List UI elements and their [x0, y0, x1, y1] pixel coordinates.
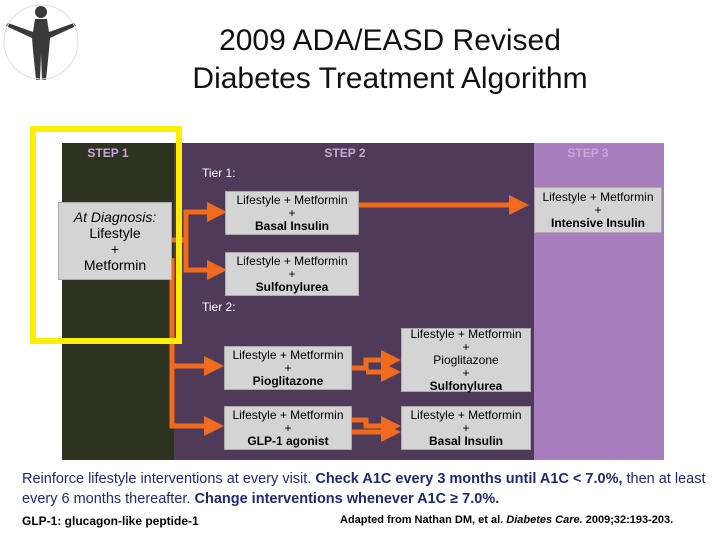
piosulf-line2: + [462, 339, 470, 354]
box-tier2-pioglitazone-sulfonylurea: Lifestyle + Metformin + Pioglitazone + S… [401, 326, 531, 393]
pio-line2: + [284, 360, 292, 375]
diagnosis-plus: + [110, 241, 120, 257]
piosulf-line4: + [462, 365, 470, 380]
title-line-1: 2009 ADA/EASD Revised [219, 24, 561, 57]
diagnosis-lifestyle: Lifestyle [89, 225, 141, 241]
citation-year: 2009;32:193-203. [582, 514, 674, 526]
basal2-line1: Lifestyle + Metformin [410, 407, 522, 422]
box-tier1-sulfonylurea: Lifestyle + Metformin + Sulfonylurea [225, 252, 359, 296]
intensive-line1: Lifestyle + Metformin [542, 189, 654, 204]
piosulf-line3: Pioglitazone [433, 352, 499, 367]
citation: Adapted from Nathan DM, et al. Diabetes … [340, 514, 673, 526]
footnote-glp1: GLP-1: glucagon-like peptide-1 [22, 514, 199, 528]
basal-line2: + [288, 205, 296, 220]
glp-line1: Lifestyle + Metformin [232, 407, 344, 422]
box-tier1-basal-insulin: Lifestyle + Metformin + Basal Insulin [225, 191, 359, 235]
basal-line1: Lifestyle + Metformin [236, 192, 348, 207]
arrow-diag-sulf [183, 240, 227, 280]
note-part1: Reinforce lifestyle interventions at eve… [22, 471, 316, 487]
human-figure-icon [3, 4, 79, 80]
box-at-diagnosis: At Diagnosis: Lifestyle + Metformin [58, 202, 172, 280]
title-line-2: Diabetes Treatment Algorithm [192, 62, 588, 95]
sulf-line3: Sulfonylurea [255, 279, 329, 294]
basal2-line3: Basal Insulin [428, 433, 504, 448]
step2-label: STEP 2 [324, 146, 366, 160]
guideline-note: Reinforce lifestyle interventions at eve… [22, 469, 712, 509]
piosulf-line5: Sulfonylurea [429, 378, 503, 393]
sulf-line1: Lifestyle + Metformin [236, 253, 348, 268]
pio-line1: Lifestyle + Metformin [232, 347, 344, 362]
box-tier2-glp1-agonist: Lifestyle + Metformin + GLP-1 agonist [224, 406, 352, 450]
citation-authors: Adapted from Nathan DM, et al. [340, 514, 507, 526]
arrow-to-pio [169, 336, 224, 376]
glp-line2: + [284, 420, 292, 435]
tier2-label: Tier 2: [202, 300, 236, 314]
diagnosis-heading: At Diagnosis: [73, 209, 157, 225]
diagnosis-metformin: Metformin [83, 257, 147, 273]
basal2-line2: + [462, 420, 470, 435]
tier1-label: Tier 1: [202, 166, 236, 180]
note-part4: Change interventions whenever A1C ≥ 7.0%… [194, 491, 500, 507]
page-title: 2009 ADA/EASD Revised Diabetes Treatment… [150, 22, 630, 98]
arrow-to-glp [169, 395, 224, 436]
sulf-line2: + [288, 266, 296, 281]
intensive-line3: Intensive Insulin [550, 215, 646, 230]
box-intensive-insulin: Lifestyle + Metformin + Intensive Insuli… [534, 187, 662, 233]
note-part2: Check A1C every 3 months until A1C < 7.0… [315, 471, 623, 487]
step1-panel [62, 143, 174, 460]
step1-highlight [30, 126, 182, 344]
step1-label: STEP 1 [87, 146, 129, 160]
note-part3: then at least every 6 months thereafter. [22, 471, 706, 507]
arrow-pio-basal2 [352, 416, 401, 436]
piosulf-line1: Lifestyle + Metformin [410, 326, 522, 341]
pio-line3: Pioglitazone [252, 373, 324, 388]
box-tier2-pioglitazone: Lifestyle + Metformin + Pioglitazone [224, 346, 352, 390]
citation-journal: Diabetes Care. [506, 514, 583, 526]
step3-label: STEP 3 [567, 146, 609, 160]
basal-line3: Basal Insulin [254, 218, 330, 233]
intensive-line2: + [594, 202, 602, 217]
glp-line3: GLP-1 agonist [247, 433, 329, 448]
arrow-pio-pio-sulf [352, 350, 401, 371]
box-tier2-basal-insulin: Lifestyle + Metformin + Basal Insulin [401, 406, 531, 450]
